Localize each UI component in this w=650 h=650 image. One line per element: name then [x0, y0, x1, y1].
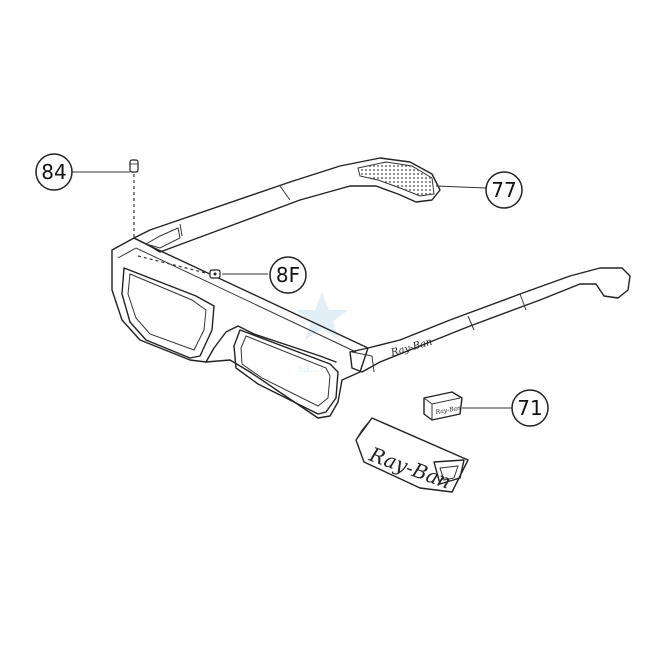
glasses-case: Ray-Ban	[355, 417, 469, 494]
callout-71-label: 71	[517, 396, 542, 420]
watermark-star-icon	[296, 292, 348, 340]
callout-71: 71	[462, 389, 549, 427]
logo-plaque: Ray-Ban	[423, 391, 463, 421]
watermark: sa...	[296, 292, 348, 375]
callout-8F: 8F	[222, 256, 307, 294]
callout-77: 77	[435, 171, 523, 209]
callout-84-label: 84	[41, 160, 66, 184]
callout-8F-label: 8F	[276, 263, 300, 287]
temple-far	[133, 157, 441, 253]
assembly-line-8F	[137, 255, 211, 275]
callout-84: 84	[35, 153, 130, 191]
hinge-screw-front	[209, 269, 221, 279]
case-logo: Ray-Ban	[365, 442, 454, 494]
glasses-front	[111, 237, 369, 419]
watermark-text: sa...	[298, 363, 319, 375]
temple-near: Ray-Ban	[349, 267, 631, 373]
temple-logo: Ray-Ban	[389, 337, 434, 360]
callout-77-label: 77	[491, 178, 516, 202]
plaque-logo: Ray-Ban	[434, 405, 461, 417]
hinge-screw-top	[129, 159, 139, 173]
temple-tip-mesh	[357, 161, 435, 197]
